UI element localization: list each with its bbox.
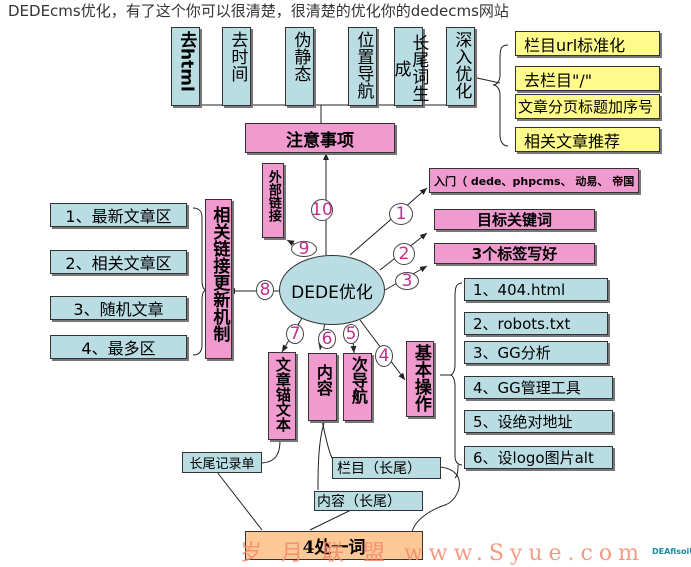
external-links-box: 外部链接 bbox=[262, 163, 284, 238]
deep-item-remove-slash: 去栏目"/" bbox=[515, 66, 660, 91]
notes-label: 注意事项 bbox=[245, 123, 395, 153]
note-item-breadcrumb-nav: 位置导航 bbox=[348, 27, 377, 106]
step-1-marker: 1 bbox=[389, 203, 413, 225]
step-3-marker: 3 bbox=[395, 271, 419, 291]
content-box: 内容 bbox=[308, 353, 337, 421]
note-item-remove-html: 去html bbox=[171, 27, 200, 106]
related-item-most: 4、最多区 bbox=[50, 335, 187, 359]
related-item-latest: 1、最新文章区 bbox=[50, 203, 187, 227]
deep-item-url-standard: 栏目url标准化 bbox=[515, 31, 660, 56]
note-item-label: 去时间 bbox=[227, 31, 248, 82]
basic-ops-label: 基本操作 bbox=[410, 344, 431, 412]
basic-item-absolute-url: 5、设绝对地址 bbox=[464, 410, 613, 433]
step-7-marker: 7 bbox=[286, 324, 304, 344]
step-2-marker: 2 bbox=[393, 243, 415, 265]
anchor-text-box: 文章锚文本 bbox=[268, 352, 296, 440]
deep-item-related-articles: 相关文章推荐 bbox=[515, 127, 660, 152]
note-item-label: 伪静态 bbox=[290, 31, 311, 82]
page-title: DEDEcms优化，有了这个你可以很清楚，很清楚的优化你的dedecms网站 bbox=[8, 2, 509, 20]
longtail-column-box: 栏目（长尾） bbox=[332, 457, 441, 479]
note-item-label: 长尾词生成 bbox=[390, 34, 429, 102]
basic-item-gg-webmaster: 4、GG管理工具 bbox=[464, 376, 613, 399]
basic-item-gg-analytics: 3、GG分析 bbox=[464, 341, 608, 364]
sub-nav-box: 次导航 bbox=[343, 353, 372, 421]
basic-item-robots: 2、robots.txt bbox=[464, 312, 608, 335]
center-node: DEDE优化 bbox=[279, 255, 385, 325]
note-item-deep-optimize: 深入优化 bbox=[446, 27, 475, 106]
note-item-longtail-gen: 长尾词生成 bbox=[391, 27, 428, 106]
anchor-text-label: 文章锚文本 bbox=[273, 357, 292, 432]
note-item-label: 去html bbox=[176, 31, 197, 92]
basic-item-404: 1、404.html bbox=[464, 278, 608, 301]
step-4-marker: 4 bbox=[375, 345, 393, 367]
external-links-label: 外部链接 bbox=[265, 170, 281, 222]
related-item-random: 3、随机文章 bbox=[50, 296, 187, 320]
note-item-label: 位置导航 bbox=[353, 31, 374, 99]
basic-item-logo-alt: 6、设logo图片alt bbox=[464, 446, 613, 469]
longtail-content-box: 内容（长尾） bbox=[314, 491, 423, 511]
related-links-box: 相关链接更新机制 bbox=[205, 199, 232, 359]
note-item-label: 深入优化 bbox=[451, 31, 472, 99]
related-links-label: 相关链接更新机制 bbox=[209, 206, 230, 342]
note-item-pseudo-static: 伪静态 bbox=[285, 27, 314, 106]
step-8-marker: 8 bbox=[256, 280, 274, 300]
step-6-marker: 6 bbox=[318, 329, 336, 349]
entry-cms-box: 入门（ dede、phpcms、 动易、 帝国 bbox=[429, 168, 639, 193]
deep-item-page-title-serial: 文章分页标题加序号 bbox=[515, 94, 660, 119]
longtail-record-box: 长尾记录单 bbox=[182, 452, 262, 473]
related-item-related: 2、相关文章区 bbox=[50, 250, 187, 274]
watermark: 岁 月 联 盟 www.Syue.com bbox=[240, 541, 645, 566]
step-10-marker: 10 bbox=[311, 199, 333, 221]
step-9-marker: 9 bbox=[291, 239, 317, 259]
corner-watermark: DEAfisoiUD bbox=[652, 547, 691, 556]
target-keyword-box: 目标关键词 bbox=[434, 209, 595, 230]
content-label: 内容 bbox=[313, 364, 333, 396]
note-item-remove-time: 去时间 bbox=[222, 27, 251, 106]
three-tags-box: 3个标签写好 bbox=[434, 243, 595, 264]
sub-nav-label: 次导航 bbox=[348, 356, 368, 404]
step-5-marker: 5 bbox=[343, 324, 359, 344]
basic-ops-box: 基本操作 bbox=[406, 341, 434, 417]
four-places-one-keyword-box: 4处一词 bbox=[245, 531, 423, 560]
